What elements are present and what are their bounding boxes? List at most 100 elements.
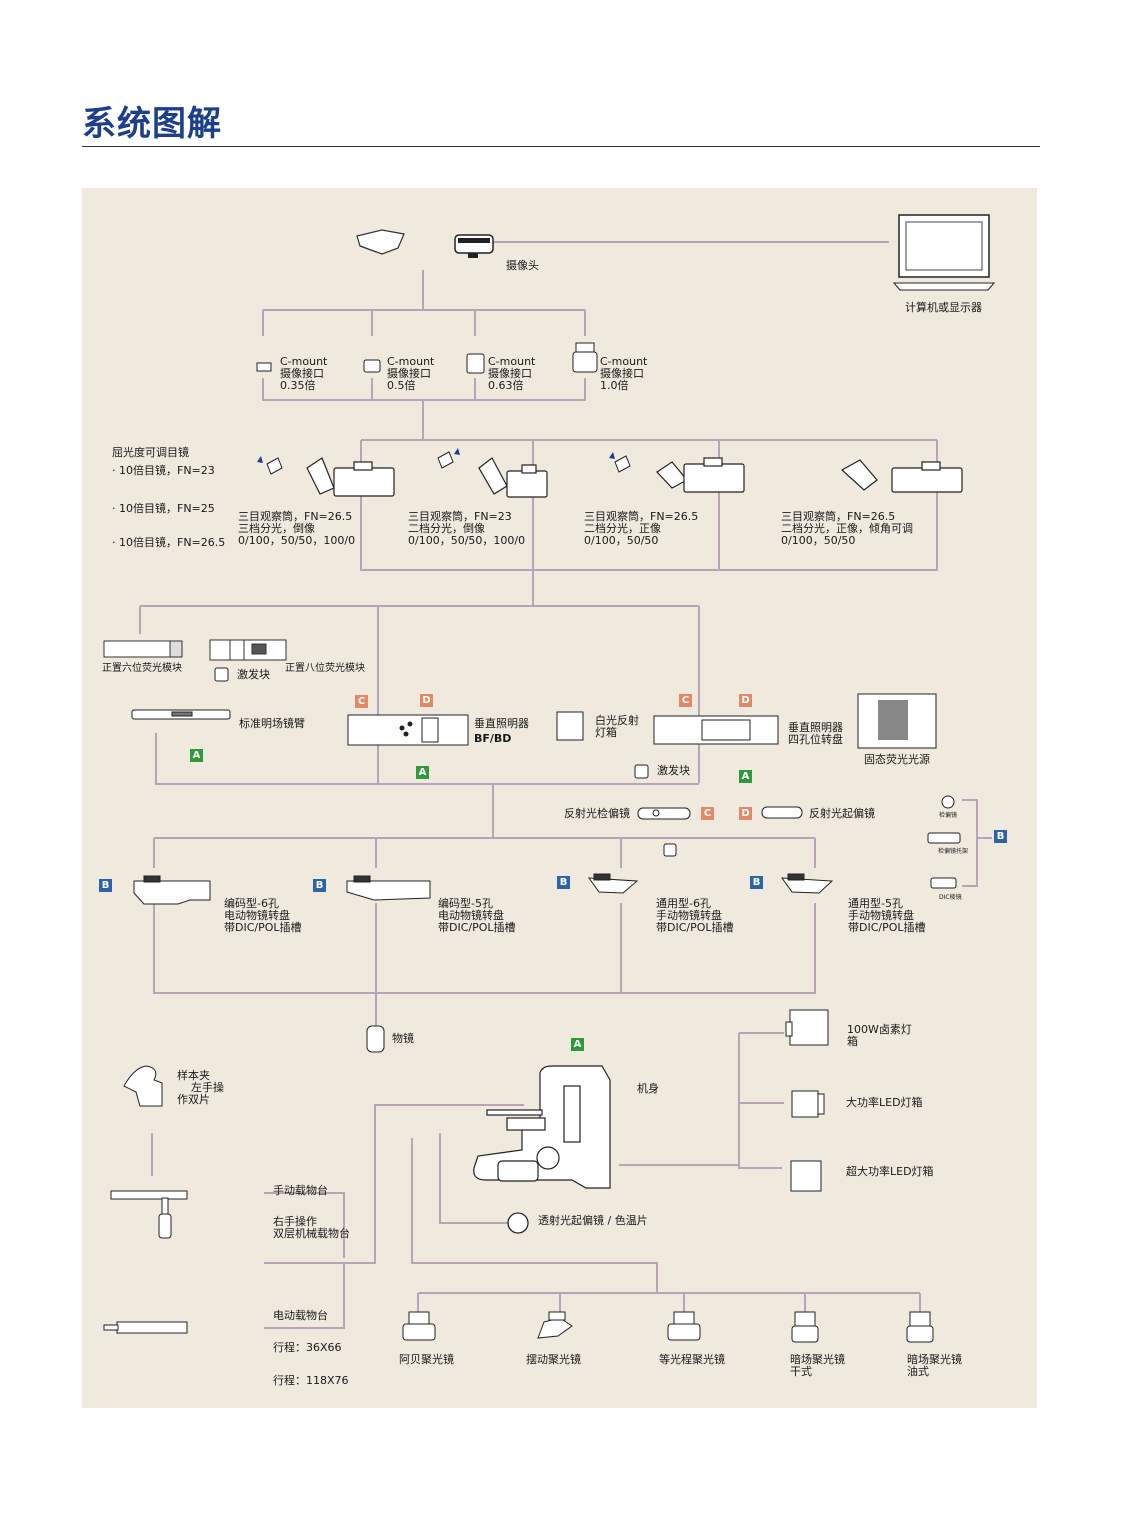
- white-lamp-box-icon: [556, 711, 584, 741]
- label-led-ultra: 超大功率LED灯箱: [846, 1165, 934, 1178]
- label-fluor8: 正置八位荧光模块: [285, 663, 365, 674]
- nosepiece-2-icon: [346, 875, 431, 901]
- label-manual-stage: 手动载物台: [273, 1184, 328, 1197]
- label-right-stage: 右手操作 双层机械载物台: [273, 1215, 350, 1240]
- label-cmount-063: C-mount 摄像接口 0.63倍: [488, 355, 536, 392]
- badge-b: B: [557, 876, 570, 889]
- isometric-condenser-icon: [667, 1311, 701, 1341]
- label-vert-illum-1: 垂直照明器: [474, 717, 529, 730]
- label-motor-stage: 电动载物台: [273, 1309, 328, 1322]
- analyzer-holder-icon: [927, 832, 961, 844]
- label-holder: 样本夹 左手操 作双片: [177, 1069, 224, 1106]
- label-objective: 物镜: [392, 1032, 414, 1045]
- microscope-body-icon: [473, 1065, 611, 1189]
- motor-stage-icon: [103, 1321, 188, 1334]
- halogen-lamp-icon: [785, 1009, 829, 1046]
- label-vert-illum-1b: BF/BD: [474, 732, 512, 745]
- label-nose-1: 编码型-6孔 电动物镜转盘 带DIC/POL插槽: [224, 897, 302, 934]
- label-bf-arm: 标准明场镜臂: [239, 717, 305, 730]
- label-trans-pol: 透射光起偏镜 / 色温片: [538, 1214, 648, 1227]
- analyzer-icon: [941, 795, 955, 809]
- label-led-hi: 大功率LED灯箱: [846, 1096, 923, 1109]
- dic-prism-icon: [930, 877, 957, 889]
- title-rule: [82, 146, 1040, 147]
- label-eyepiece-1: · 10倍目镜，FN=23: [112, 464, 215, 477]
- label-cmount-05: C-mount 摄像接口 0.5倍: [387, 355, 435, 392]
- darkfield-dry-condenser-icon: [791, 1311, 819, 1343]
- camera-adapter-icon: [356, 229, 405, 255]
- label-exciter-2: 激发块: [657, 764, 690, 777]
- badge-d: D: [739, 807, 752, 820]
- connection-lines: [139, 241, 992, 1329]
- label-fluor6: 正置六位荧光模块: [102, 663, 182, 674]
- manual-stage-icon: [110, 1190, 188, 1239]
- abbe-condenser-icon: [402, 1311, 436, 1341]
- diagram-canvas: [103, 214, 996, 1343]
- cmount-035-icon: [256, 362, 272, 372]
- label-computer: 计算机或显示器: [905, 301, 982, 314]
- label-eyepiece-2: · 10倍目镜，FN=25: [112, 502, 215, 515]
- cmount-10-icon: [572, 342, 598, 373]
- exciter-block-2-icon: [634, 764, 649, 779]
- badge-b: B: [99, 879, 112, 892]
- label-eyepiece-title: 屈光度可调目镜: [112, 446, 189, 459]
- badge-b: B: [313, 879, 326, 892]
- label-travel-2: 行程：118X76: [273, 1374, 349, 1387]
- observation-tube-2-icon: [478, 457, 548, 498]
- badge-d: D: [739, 694, 752, 707]
- transmitted-polarizer-icon: [507, 1212, 529, 1234]
- label-travel-1: 行程：36X66: [273, 1341, 342, 1354]
- objective-icon: [366, 1025, 385, 1053]
- computer-monitor-icon: [892, 214, 996, 291]
- label-analyzer-holder: 检偏镜托架: [938, 848, 969, 855]
- badge-a: A: [190, 749, 203, 762]
- fluor6-module-icon: [103, 640, 183, 658]
- badge-a: A: [739, 770, 752, 783]
- label-analyzer: 检偏镜: [939, 812, 958, 819]
- vertical-illuminator-1-icon: [347, 714, 469, 746]
- label-cond-dark-dry: 暗场聚光镜 干式: [790, 1353, 845, 1378]
- exciter-block-1-icon: [214, 667, 229, 682]
- badge-a: A: [416, 766, 429, 779]
- eyepiece-icons: [257, 448, 631, 475]
- label-cmount-035: C-mount 摄像接口 0.35倍: [280, 355, 328, 392]
- label-body: 机身: [637, 1082, 659, 1095]
- page-title: 系统图解: [82, 104, 222, 144]
- label-halogen: 100W卤素灯 箱: [847, 1023, 912, 1048]
- label-tube-4: 三目观察筒，FN=26.5 二档分光，正像，倾角可调 0/100，50/50: [781, 510, 913, 547]
- badge-c: C: [701, 807, 714, 820]
- reflected-analyzer-icon: [637, 807, 691, 820]
- label-nose-4: 通用型-5孔 手动物镜转盘 带DIC/POL插槽: [848, 897, 926, 934]
- nosepiece-3-icon: [587, 873, 639, 894]
- label-refl-polarizer: 反射光起偏镜: [809, 807, 875, 820]
- bf-arm-icon: [131, 709, 231, 720]
- solid-state-source-icon: [857, 693, 937, 749]
- label-solid-source: 固态荧光光源: [864, 753, 930, 766]
- high-power-led-icon: [791, 1090, 825, 1118]
- label-eyepiece-3: · 10倍目镜，FN=26.5: [112, 536, 226, 549]
- small-block-icon: [663, 843, 677, 857]
- label-cond-iso: 等光程聚光镜: [659, 1353, 725, 1366]
- label-tube-3: 三目观察筒，FN=26.5 二档分光，正像 0/100，50/50: [584, 510, 699, 547]
- label-exciter-1: 激发块: [237, 668, 270, 681]
- cmount-063-icon: [466, 353, 485, 374]
- fluor8-module-icon: [209, 639, 287, 661]
- label-white-lamp: 白光反射 灯箱: [595, 714, 639, 739]
- vertical-illuminator-2-icon: [653, 715, 779, 745]
- observation-tube-4-icon: [840, 459, 963, 493]
- swing-condenser-icon: [537, 1311, 573, 1339]
- label-refl-analyzer: 反射光检偏镜: [564, 807, 630, 820]
- badge-c: C: [355, 695, 368, 708]
- ultra-power-led-icon: [790, 1160, 822, 1192]
- observation-tube-1-icon: [306, 457, 395, 497]
- cmount-05-icon: [363, 359, 381, 373]
- camera-icon: [454, 234, 494, 258]
- badge-d: D: [420, 694, 433, 707]
- label-vert-illum-2: 垂直照明器 四孔位转盘: [788, 721, 843, 746]
- label-cond-abbe: 阿贝聚光镜: [399, 1353, 454, 1366]
- label-tube-2: 三目观察筒，FN=23 二档分光，倒像 0/100，50/50，100/0: [408, 510, 526, 547]
- nosepiece-1-icon: [133, 875, 211, 905]
- observation-tube-3-icon: [656, 457, 745, 493]
- label-nose-3: 通用型-6孔 手动物镜转盘 带DIC/POL插槽: [656, 897, 734, 934]
- badge-b: B: [750, 876, 763, 889]
